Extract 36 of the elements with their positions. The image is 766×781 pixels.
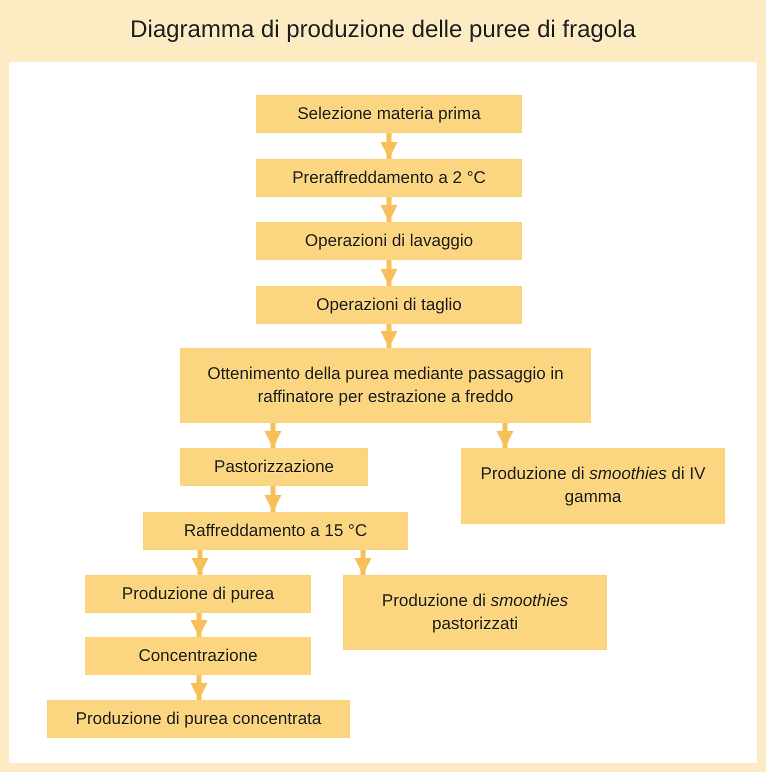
step-text: Produzione di smoothies pastorizzati <box>380 590 570 634</box>
process-box <box>85 637 311 675</box>
arrow <box>192 550 208 575</box>
arrow <box>190 613 208 637</box>
process-box <box>256 95 522 133</box>
process-box <box>85 575 311 613</box>
step-text: Operazioni di lavaggio <box>304 230 474 252</box>
step-text: Produzione di smoothies di IV gamma <box>480 463 706 508</box>
process-box <box>47 700 350 738</box>
step-text: Operazioni di taglio <box>316 294 462 316</box>
step-text: Produzione di purea <box>122 582 274 605</box>
process-box <box>180 448 368 486</box>
arrow <box>190 675 208 700</box>
process-box <box>256 222 522 260</box>
arrow <box>380 324 398 348</box>
process-box <box>461 448 725 524</box>
arrow <box>380 197 398 222</box>
arrow <box>496 423 514 448</box>
process-box <box>180 348 591 423</box>
step-text: Pastorizzazione <box>214 456 334 478</box>
arrow <box>354 550 372 575</box>
step-text: Ottenimento della purea mediante passaggio in raffinatore per estrazione a freddo <box>206 362 565 408</box>
process-box <box>256 286 522 324</box>
arrow <box>264 486 282 512</box>
process-box <box>343 575 607 650</box>
step-text: Preraffreddamento a 2 °C <box>292 166 486 189</box>
step-text: Produzione di purea concentrata <box>76 708 322 730</box>
process-box <box>256 159 522 197</box>
step-text: Selezione materia prima <box>297 102 481 125</box>
step-text: Raffreddamento a 15 °C <box>184 520 368 542</box>
process-box <box>143 512 408 550</box>
step-text: Concentrazione <box>138 644 258 667</box>
diagram-title: Diagramma di produzione delle puree di fragola <box>129 16 637 44</box>
arrow <box>380 133 398 159</box>
arrow <box>264 423 282 448</box>
arrow <box>380 260 398 286</box>
